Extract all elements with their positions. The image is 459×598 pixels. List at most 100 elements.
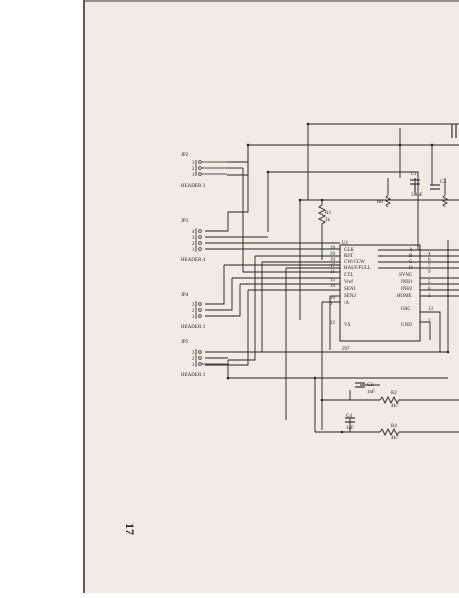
svg-text:15: 15 <box>330 278 336 283</box>
c2-value: 1nF <box>367 390 375 395</box>
ic-left-pin-numbers: 18 20 19 17 11 15 16 10 1 12 <box>330 246 336 326</box>
resistor-r6-symbol <box>385 194 391 208</box>
svg-text:11: 11 <box>330 270 335 275</box>
resistor-r2-symbol <box>379 395 400 405</box>
jp5-ref: JP5 <box>181 340 189 345</box>
jp3-pin-4: 4 <box>192 230 195 235</box>
svg-text:13: 13 <box>428 307 434 312</box>
svg-text:D: D <box>409 266 413 271</box>
r3-ref: R3 <box>325 211 331 216</box>
jp4-pin-3: 3 <box>192 303 195 308</box>
jp3-name: HEADER 4 <box>181 258 206 263</box>
jp4-ref: JP4 <box>181 293 189 298</box>
svg-text:5: 5 <box>428 280 431 285</box>
jp3-pin-3: 3 <box>192 236 195 241</box>
svg-text:RST: RST <box>344 254 353 259</box>
svg-text:6: 6 <box>428 258 431 263</box>
r6-ref: R6 <box>377 200 383 205</box>
jp5-pin-2: 2 <box>192 357 195 362</box>
header-jp4 <box>195 301 202 319</box>
r3-value: 1k <box>325 218 331 223</box>
svg-text:INH1: INH1 <box>401 280 413 285</box>
jp4-pin-1: 1 <box>192 315 195 320</box>
page-number: 17 <box>123 523 137 535</box>
svg-text:HOME: HOME <box>397 294 412 299</box>
ic-part: 297 <box>342 347 350 352</box>
svg-text:8: 8 <box>428 287 431 292</box>
c1-ref: C1 <box>411 172 417 177</box>
svg-text:17: 17 <box>330 264 336 269</box>
resistor-r4-symbol <box>379 427 400 437</box>
svg-text:CW/CCW: CW/CCW <box>344 260 365 265</box>
capacitor-c2-symbol <box>355 382 365 388</box>
svg-text:OSC: OSC <box>401 307 411 312</box>
ic-right-pin-numbers: 4 6 7 9 5 8 3 13 2 <box>428 252 434 324</box>
jp2-pin-2: 2 <box>192 167 195 172</box>
resistor-r3-symbol <box>317 204 327 232</box>
svg-text:SEN2: SEN2 <box>344 294 356 299</box>
ic-ref: U1 <box>342 241 349 246</box>
svg-text:/A: /A <box>344 301 349 306</box>
r4-value: 4k7 <box>391 436 399 441</box>
jp5-pin-3: 3 <box>192 351 195 356</box>
junctions <box>226 122 450 434</box>
svg-text:A: A <box>409 248 413 253</box>
svg-text:1: 1 <box>330 302 333 307</box>
ic-right-pin-names: A B C D SYNC INH1 INH2 HOME OSC GND <box>397 248 413 328</box>
jp5-name: HEADER 3 <box>181 373 206 378</box>
svg-text:GND: GND <box>401 323 412 328</box>
capacitor-top-right-symbol <box>451 124 457 138</box>
svg-text:SEN1: SEN1 <box>344 287 356 292</box>
svg-text:2: 2 <box>428 319 431 324</box>
resistor-right-symbol <box>442 194 448 208</box>
header-jp5 <box>195 349 228 367</box>
r2-ref: R2 <box>391 391 397 396</box>
c4-ref: C4 <box>346 414 352 419</box>
svg-text:3: 3 <box>428 294 431 299</box>
svg-text:16: 16 <box>330 284 336 289</box>
svg-text:C: C <box>409 260 413 265</box>
svg-text:12: 12 <box>330 321 336 326</box>
c2-ref: C2 <box>367 383 373 388</box>
svg-text:20: 20 <box>330 252 336 257</box>
jp2-ref: JP2 <box>181 153 189 158</box>
capacitor-c3-symbol <box>430 184 440 190</box>
svg-text:19: 19 <box>330 258 336 263</box>
svg-text:CLK: CLK <box>344 248 354 253</box>
svg-text:7: 7 <box>428 264 431 269</box>
capacitor-c1-symbol <box>410 178 420 192</box>
header-jp3 <box>195 228 202 252</box>
c4-value: 1nF <box>346 426 354 431</box>
r2-value: 4k7 <box>391 404 399 409</box>
ic-u1-body <box>339 244 421 342</box>
header-jp2 <box>195 160 227 176</box>
svg-text:10: 10 <box>330 296 336 301</box>
jp3-ref: JP3 <box>181 219 189 224</box>
svg-text:SYNC: SYNC <box>399 273 413 278</box>
svg-text:9: 9 <box>428 270 431 275</box>
r4-ref: R4 <box>391 424 397 429</box>
capacitor-c4-symbol <box>345 417 355 423</box>
svg-text:VS: VS <box>344 323 351 328</box>
jp2-pin-1: 1 <box>192 173 195 178</box>
svg-text:HALF/FULL: HALF/FULL <box>344 266 371 271</box>
ic-left-pin-names: CLK RST CW/CCW HALF/FULL CTL Vref SEN1 S… <box>344 248 371 328</box>
paper-sheet <box>84 0 459 593</box>
jp4-pin-2: 2 <box>192 309 195 314</box>
jp2-name: HEADER 3 <box>181 184 206 189</box>
svg-text:INH2: INH2 <box>401 287 413 292</box>
c3-ref: C3 <box>440 180 446 185</box>
jp5-pin-1: 1 <box>192 363 195 368</box>
svg-text:B: B <box>409 254 413 259</box>
svg-text:Vref: Vref <box>344 280 353 285</box>
jp3-pin-1: 1 <box>192 248 195 253</box>
jp2-pin-3: 3 <box>192 161 195 166</box>
svg-text:CTL: CTL <box>344 273 353 278</box>
svg-text:18: 18 <box>330 246 336 251</box>
c1-value: 3.3uF <box>411 193 423 198</box>
svg-text:4: 4 <box>428 252 431 257</box>
jp4-name: HEADER 3 <box>181 325 206 330</box>
jp3-pin-2: 2 <box>192 242 195 247</box>
